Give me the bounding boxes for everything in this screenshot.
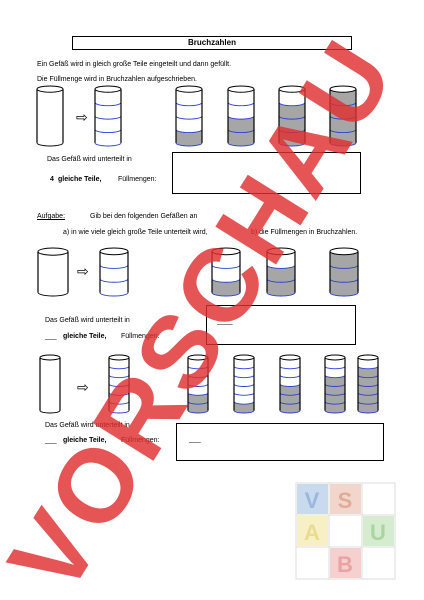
- task-sub-b: b) die Füllmengen in Bruchzahlen.: [251, 229, 358, 236]
- example-answer-box[interactable]: [172, 152, 361, 194]
- intro-line-1: Ein Gefäß wird in gleich große Teile ein…: [37, 61, 232, 68]
- logo-letter: S: [338, 488, 353, 513]
- exercise1-fill-label: Füllmengen:: [121, 333, 160, 340]
- task-instruction: Gib bei den folgenden Gefäßen an: [90, 213, 198, 220]
- example-parts-number: 4: [50, 176, 54, 183]
- logo-letter: B: [337, 552, 353, 577]
- exercise2-fill-label: Füllmengen:: [121, 437, 160, 444]
- example-divided-text: Das Gefäß wird unterteilt in: [47, 156, 132, 163]
- filled-vessel: [266, 247, 296, 297]
- exercise2-answer-box[interactable]: ___: [176, 423, 384, 461]
- arrow-icon: ⇨: [77, 379, 89, 395]
- example-parts-label: gleiche Teile,: [58, 176, 102, 183]
- filled-vessel: [175, 85, 203, 147]
- filled-vessel: [329, 85, 357, 147]
- filled-vessel: [357, 354, 379, 414]
- exercise1-answer-line: ____: [217, 318, 233, 325]
- intro-line-2: Die Füllmenge wird in Bruchzahlen aufges…: [37, 76, 197, 83]
- exercise2-answer-line: ___: [189, 436, 201, 443]
- task-sub-a: a) in wie viele gleich große Teile unter…: [63, 229, 208, 236]
- divided-vessel: [108, 354, 130, 414]
- exercise2-divided-text: Das Gefäß wird unterteilt in: [45, 422, 130, 429]
- filled-vessel: [227, 85, 255, 147]
- empty-vessel: [39, 354, 61, 414]
- logo-letter: V: [305, 488, 320, 513]
- exercise2-blank: ___: [45, 437, 57, 444]
- divided-vessel: [94, 85, 122, 147]
- filled-vessel: [278, 85, 306, 147]
- divided-vessel: [99, 247, 129, 297]
- task-label: Aufgabe:: [37, 213, 66, 220]
- page-title: Bruchzahlen: [187, 38, 236, 47]
- filled-vessel: [187, 354, 209, 414]
- arrow-icon: ⇨: [76, 109, 88, 125]
- filled-vessel: [211, 247, 241, 297]
- filled-vessel: [279, 354, 301, 414]
- logo-letter: U: [370, 520, 386, 545]
- filled-vessel: [233, 354, 255, 414]
- exercise1-divided-text: Das Gefäß wird unterteilt in: [45, 317, 130, 324]
- example-fill-label: Füllmengen:: [118, 176, 157, 183]
- empty-vessel: [37, 247, 69, 297]
- logo-letter: A: [304, 520, 320, 545]
- exercise1-parts-label: gleiche Teile,: [63, 333, 107, 340]
- filled-vessel: [329, 247, 359, 297]
- title-box: Bruchzahlen: [72, 36, 352, 50]
- arrow-icon: ⇨: [77, 263, 89, 279]
- filled-vessel: [324, 354, 346, 414]
- exercise1-blank: ___: [45, 333, 57, 340]
- exercise1-answer-box[interactable]: ____: [206, 305, 356, 345]
- exercise2-parts-label: gleiche Teile,: [63, 437, 107, 444]
- empty-vessel: [36, 85, 64, 147]
